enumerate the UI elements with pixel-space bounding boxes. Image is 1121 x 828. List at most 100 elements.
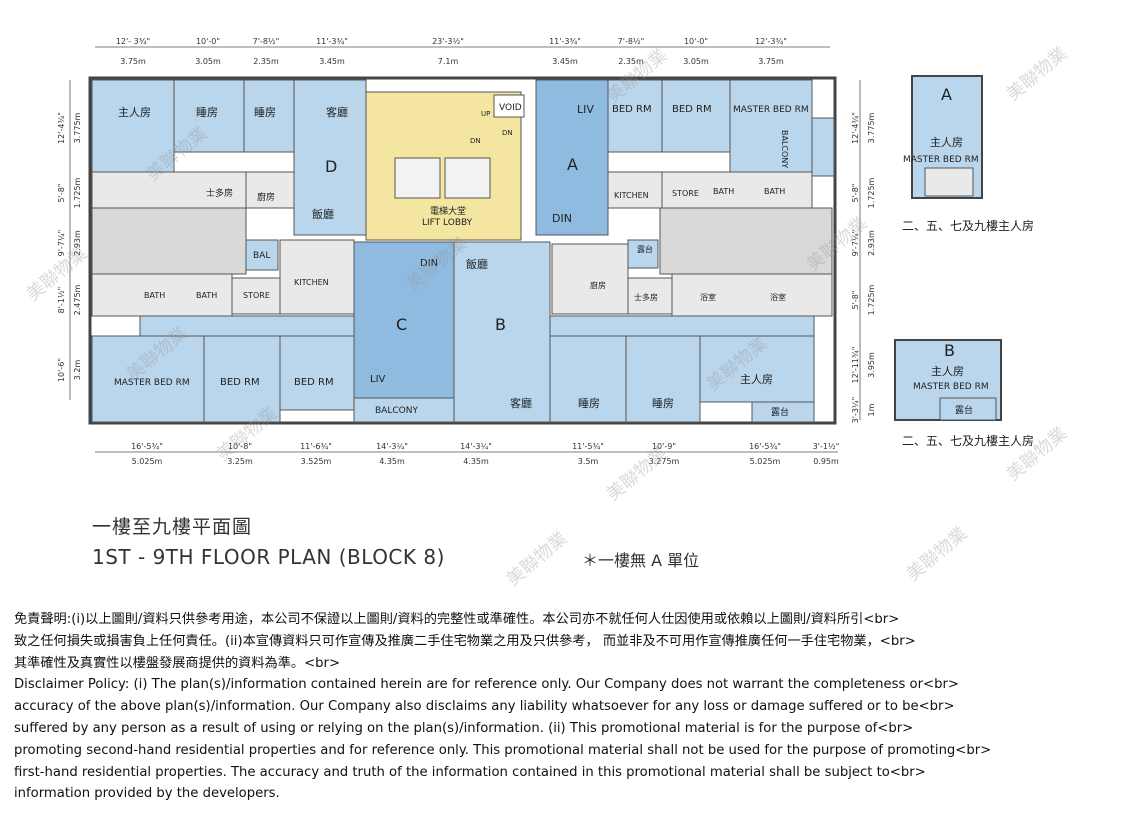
top-dim-m: 2.35m xyxy=(253,57,279,66)
unit-a-bedroom-1 xyxy=(607,79,663,153)
right-dim-m: 3.775m xyxy=(867,112,876,143)
disclaimer-line: 免責聲明:(i)以上圖則/資料只供參考用途，本公司不保證以上圖則/資料的完整性或… xyxy=(14,612,900,627)
unit-c-bal xyxy=(245,239,279,271)
top-dim-ft: 11'-3¾" xyxy=(316,37,348,46)
label-a-master: MASTER BED RM xyxy=(733,105,809,115)
unit-a-master-bedroom xyxy=(729,79,813,173)
label-d-living: 客廳 xyxy=(326,105,348,119)
bottom-dim-ft: 3'-1½" xyxy=(813,442,840,451)
bottom-dim-m: 5.025m xyxy=(750,457,781,466)
light-well-right xyxy=(659,207,833,275)
label-a-bed1: BED RM xyxy=(612,104,652,115)
inset-a-caption: 二、五、七及九樓主人房 xyxy=(902,218,1034,233)
right-dim-ft: 9'-7¼" xyxy=(851,230,860,257)
top-dim-m: 2.35m xyxy=(618,57,644,66)
label-dn-1: DN xyxy=(470,137,481,145)
top-dim-m: 3.45m xyxy=(319,57,345,66)
top-dim-m: 7.1m xyxy=(438,57,459,66)
label-a-store: STORE xyxy=(672,189,699,198)
right-dim-ft: 5'-8" xyxy=(851,184,860,203)
unit-b-living xyxy=(453,241,551,423)
right-dim-m: 1m xyxy=(867,403,876,416)
lift-shaft-2 xyxy=(444,157,491,199)
right-dim-ft: 12'-4¾" xyxy=(851,112,860,144)
floor-plan-drawing: 12'- 3¾"3.75m10'-0"3.05m7'-8½"2.35m11'-3… xyxy=(57,37,1034,466)
left-dimensions: 12'-4¾"3.775m5'-8"1.725m9'-7¼"2.93m8'-1½… xyxy=(57,112,82,382)
label-c-bed1: BED RM xyxy=(220,377,260,388)
right-dim-m: 1.725m xyxy=(867,284,876,315)
inset-b-master-en: MASTER BED RM xyxy=(913,382,989,392)
label-c-din: DIN xyxy=(420,258,438,269)
void xyxy=(493,94,525,118)
label-up: UP xyxy=(481,110,490,118)
label-b-living: 客廳 xyxy=(510,396,532,410)
label-d-dining: 飯廳 xyxy=(312,207,334,221)
label-c-store: STORE xyxy=(243,291,270,300)
unit-c-bath-row xyxy=(91,273,233,317)
label-a-balcony: BALCONY xyxy=(780,130,789,168)
label-void: VOID xyxy=(499,103,522,113)
label-a-bath2: BATH xyxy=(764,187,785,196)
bottom-dim-ft: 10'-9" xyxy=(652,442,676,451)
unit-b-bath-row xyxy=(671,273,833,317)
unit-b-master-bedroom xyxy=(699,335,815,403)
disclaimer-line: first-hand residential properties. The a… xyxy=(14,764,926,780)
bottom-dim-ft: 14'-3¼" xyxy=(376,442,408,451)
top-dim-m: 3.75m xyxy=(120,57,146,66)
plan-title-zh: 一樓至九樓平面圖 xyxy=(92,516,253,538)
label-a-din: DIN xyxy=(552,212,572,225)
inset-a-unit: A xyxy=(941,85,952,104)
bottom-dim-ft: 16'-5¾" xyxy=(749,442,781,451)
disclaimer-line: 致之任何損失或損害負上任何責任。(ii)本宣傳資料只可作宣傳及推廣二手住宅物業之… xyxy=(14,633,916,649)
label-dn-2: DN xyxy=(502,129,513,137)
label-b-dining: 飯廳 xyxy=(466,257,488,271)
left-dim-m: 1.725m xyxy=(73,177,82,208)
top-dim-ft: 12'-3¾" xyxy=(755,37,787,46)
right-dim-ft: 3'-3¼" xyxy=(851,397,860,424)
label-unit-c: C xyxy=(396,315,407,334)
label-b-bath1: 浴室 xyxy=(700,292,716,302)
bottom-dim-ft: 11'-5¾" xyxy=(572,442,604,451)
plan-title-en: 1ST - 9TH FLOOR PLAN (BLOCK 8) xyxy=(92,545,445,569)
label-b-kitchen: 廚房 xyxy=(590,280,606,290)
top-dim-ft: 12'- 3¾" xyxy=(116,37,150,46)
top-dim-ft: 11'-3¾" xyxy=(549,37,581,46)
top-dim-m: 3.45m xyxy=(552,57,578,66)
label-d-kitchen: 廚房 xyxy=(257,191,275,203)
unit-a-kitchen xyxy=(607,171,663,209)
inset-b-caption: 二、五、七及九樓主人房 xyxy=(902,433,1034,448)
bottom-dim-m: 4.35m xyxy=(379,457,405,466)
left-dim-m: 3.2m xyxy=(73,360,82,381)
bottom-dim-m: 3.25m xyxy=(227,457,253,466)
left-dim-m: 3.775m xyxy=(73,112,82,143)
label-b-bed1: 睡房 xyxy=(578,397,600,410)
label-c-liv: LIV xyxy=(370,374,386,385)
bottom-dim-m: 5.025m xyxy=(132,457,163,466)
inset-a-bath xyxy=(924,167,974,197)
unit-d-kitchen xyxy=(245,171,295,209)
unit-b-bedroom-2 xyxy=(625,335,701,423)
unit-a-bath-row xyxy=(661,171,813,209)
unit-c-kitchen xyxy=(279,239,355,315)
label-d-maid: 士多房 xyxy=(206,187,233,199)
top-dim-ft: 10'-0" xyxy=(684,37,708,46)
unit-c-master-bedroom xyxy=(91,335,205,423)
unit-b-terrace xyxy=(751,401,815,423)
label-c-bath2: BATH xyxy=(196,291,217,300)
label-lobby-en: LIFT LOBBY xyxy=(422,218,473,228)
inset-b-terrace: 露台 xyxy=(955,404,973,416)
inset-b-unit: B xyxy=(944,341,955,360)
right-dim-m: 3.95m xyxy=(867,352,876,378)
left-dim-m: 2.475m xyxy=(73,284,82,315)
unit-c-bedroom-2 xyxy=(279,335,355,411)
light-well-left xyxy=(91,207,247,275)
inset-a-master-en: MASTER BED RM xyxy=(903,155,979,165)
plan-title-block: 一樓至九樓平面圖 1ST - 9TH FLOOR PLAN (BLOCK 8) xyxy=(92,512,445,569)
label-b-maid: 士多房 xyxy=(634,292,658,302)
bottom-dim-ft: 11'-6¾" xyxy=(300,442,332,451)
top-dim-ft: 7'-8½" xyxy=(618,37,645,46)
unit-d-bedroom-2 xyxy=(243,79,295,153)
bottom-dim-m: 4.35m xyxy=(463,457,489,466)
label-unit-a: A xyxy=(567,155,578,174)
right-dim-ft: 5'-8" xyxy=(851,291,860,310)
